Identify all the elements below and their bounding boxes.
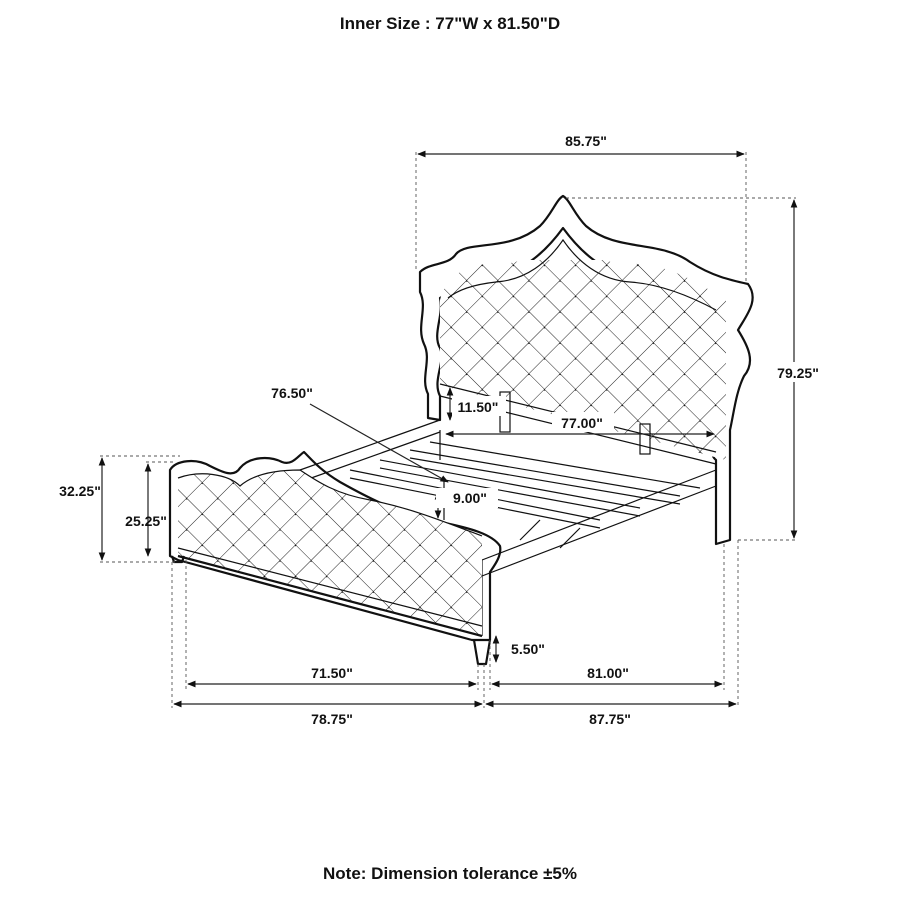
label-slat-gap: 9.00" bbox=[453, 490, 487, 506]
label-clearance: 5.50" bbox=[511, 641, 545, 657]
tolerance-note: Note: Dimension tolerance ±5% bbox=[323, 864, 577, 883]
label-footboard-panel-height: 25.25" bbox=[125, 513, 167, 529]
footboard bbox=[168, 450, 502, 666]
dimension-labels: 85.75" 79.25" 76.50" 11.50" 77.00" 9.00"… bbox=[59, 130, 830, 727]
label-side-inner: 81.00" bbox=[587, 665, 629, 681]
drawing-title: Inner Size : 77"W x 81.50"D bbox=[339, 14, 561, 33]
label-rail-to-headboard: 11.50" bbox=[458, 399, 499, 415]
label-front-overall: 78.75" bbox=[311, 711, 353, 727]
label-overall-width: 85.75" bbox=[565, 133, 607, 149]
bed-frame bbox=[299, 419, 717, 636]
label-headboard-height: 79.25" bbox=[777, 365, 819, 381]
label-diagonal: 76.50" bbox=[271, 385, 313, 401]
label-footboard-height: 32.25" bbox=[59, 483, 101, 499]
label-inner-width: 77.00" bbox=[561, 415, 603, 431]
label-side-overall: 87.75" bbox=[589, 711, 631, 727]
label-front-inner: 71.50" bbox=[311, 665, 353, 681]
